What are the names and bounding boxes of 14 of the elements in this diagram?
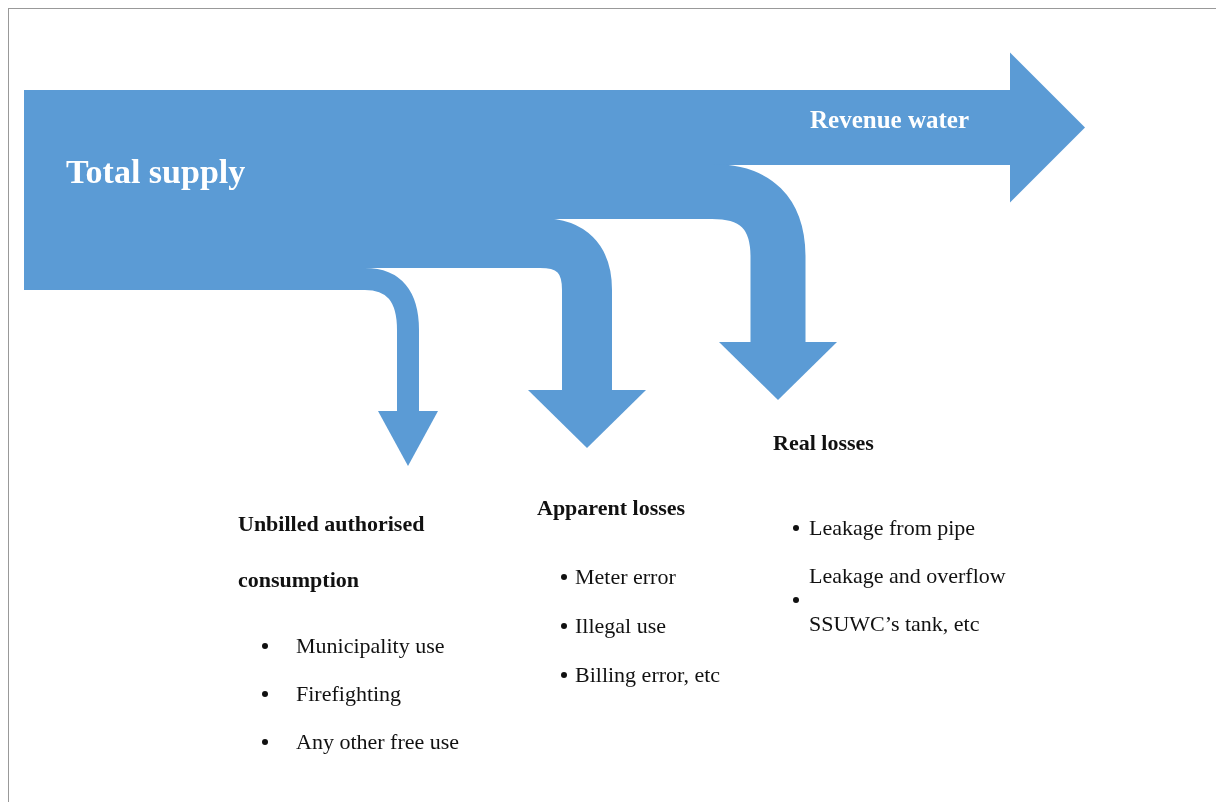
list-item: Any other free use [296, 728, 460, 756]
heading: Unbilled authorised consumption [238, 510, 426, 594]
edge-label: Revenue water [810, 106, 969, 134]
list-item: Leakage and overflow SSUWC’s tank, etc [809, 562, 1007, 638]
list-item: Firefighting [296, 680, 402, 708]
list-item: Leakage from pipe [809, 514, 976, 542]
list-item: Illegal use [575, 612, 667, 640]
list-item: Municipality use [296, 632, 445, 660]
list-item: Meter error [575, 563, 676, 591]
list-item: Billing error, etc [575, 661, 721, 689]
heading: Apparent losses [537, 494, 687, 522]
heading: Real losses [773, 429, 875, 457]
heading: Total supply [66, 152, 247, 192]
flow-band [24, 90, 354, 290]
